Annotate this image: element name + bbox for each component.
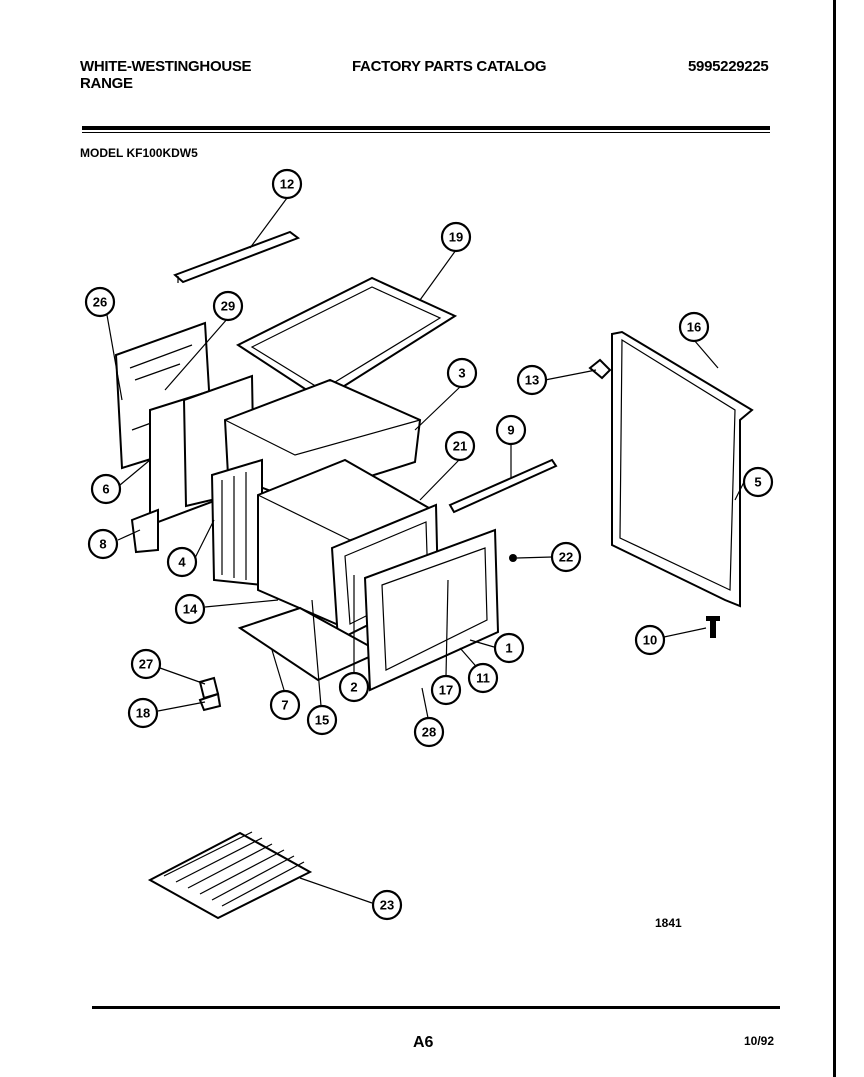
svg-text:9: 9 bbox=[507, 423, 514, 438]
part-door-frame bbox=[363, 528, 500, 692]
callout-19: 19 bbox=[440, 221, 472, 253]
header-rule bbox=[82, 126, 770, 130]
page-border bbox=[833, 0, 836, 1077]
callout-4: 4 bbox=[166, 546, 198, 578]
page-number: A6 bbox=[413, 1034, 434, 1051]
callout-3: 3 bbox=[446, 357, 478, 389]
svg-text:27: 27 bbox=[139, 657, 153, 672]
callout-11: 11 bbox=[467, 662, 499, 694]
callout-26: 26 bbox=[84, 286, 116, 318]
callout-10: 10 bbox=[634, 624, 666, 656]
callout-28: 28 bbox=[413, 716, 445, 748]
part-gasket-strip bbox=[448, 458, 558, 514]
svg-text:22: 22 bbox=[559, 550, 573, 565]
svg-text:17: 17 bbox=[439, 683, 453, 698]
callout-6: 6 bbox=[90, 473, 122, 505]
svg-text:4: 4 bbox=[178, 555, 186, 570]
part-oven-rack bbox=[147, 831, 313, 920]
callout-21: 21 bbox=[444, 430, 476, 462]
svg-text:14: 14 bbox=[183, 602, 198, 617]
part-side-panel bbox=[611, 330, 754, 608]
svg-text:7: 7 bbox=[281, 698, 288, 713]
svg-text:18: 18 bbox=[136, 706, 150, 721]
svg-text:5: 5 bbox=[754, 475, 761, 490]
part-top-frame bbox=[235, 276, 458, 402]
callout-22: 22 bbox=[550, 541, 582, 573]
svg-text:3: 3 bbox=[458, 366, 465, 381]
svg-text:15: 15 bbox=[315, 713, 329, 728]
svg-text:28: 28 bbox=[422, 725, 436, 740]
svg-text:19: 19 bbox=[449, 230, 463, 245]
part-screw bbox=[706, 616, 720, 638]
svg-text:13: 13 bbox=[525, 373, 539, 388]
callout-13: 13 bbox=[516, 364, 548, 396]
catalog-number: 5995229225 bbox=[688, 58, 769, 75]
part-hinge-clip bbox=[588, 358, 612, 380]
svg-text:6: 6 bbox=[102, 482, 109, 497]
svg-text:11: 11 bbox=[476, 671, 490, 686]
footer-rule bbox=[92, 1006, 780, 1009]
catalog-title: FACTORY PARTS CATALOG bbox=[352, 58, 547, 75]
callout-17: 17 bbox=[430, 674, 462, 706]
callout-8: 8 bbox=[87, 528, 119, 560]
svg-text:1: 1 bbox=[505, 641, 512, 656]
header-rule-thin bbox=[82, 132, 770, 133]
callout-27: 27 bbox=[130, 648, 162, 680]
leader-lines bbox=[106, 197, 745, 904]
diagram-code: 1841 bbox=[655, 916, 682, 930]
svg-text:8: 8 bbox=[99, 537, 106, 552]
svg-text:21: 21 bbox=[453, 439, 467, 454]
brand-line-2: RANGE bbox=[80, 75, 133, 92]
callout-5: 5 bbox=[742, 466, 774, 498]
callout-7: 7 bbox=[269, 689, 301, 721]
part-side-insulation bbox=[210, 458, 263, 587]
model-label: MODEL KF100KDW5 bbox=[80, 146, 198, 160]
svg-text:26: 26 bbox=[93, 295, 107, 310]
svg-text:2: 2 bbox=[350, 680, 357, 695]
part-plug bbox=[509, 554, 517, 562]
svg-text:29: 29 bbox=[221, 299, 235, 314]
brand-heading: WHITE-WESTINGHOUSE RANGE bbox=[80, 58, 252, 92]
revision-date: 10/92 bbox=[744, 1034, 775, 1048]
brand-line-1: WHITE-WESTINGHOUSE bbox=[80, 58, 252, 75]
callout-23: 23 bbox=[371, 889, 403, 921]
callout-15: 15 bbox=[306, 704, 338, 736]
svg-text:10: 10 bbox=[643, 633, 657, 648]
svg-text:16: 16 bbox=[687, 320, 701, 335]
callout-29: 29 bbox=[212, 290, 244, 322]
callout-14: 14 bbox=[174, 593, 206, 625]
callout-2: 2 bbox=[338, 671, 370, 703]
part-clips bbox=[198, 676, 222, 712]
callout-18: 18 bbox=[127, 697, 159, 729]
part-trim-strip bbox=[173, 230, 301, 284]
callout-1: 1 bbox=[493, 632, 525, 664]
svg-text:12: 12 bbox=[280, 177, 294, 192]
callout-16: 16 bbox=[678, 311, 710, 343]
callout-12: 12 bbox=[271, 168, 303, 200]
callout-9: 9 bbox=[495, 414, 527, 446]
svg-text:23: 23 bbox=[380, 898, 394, 913]
